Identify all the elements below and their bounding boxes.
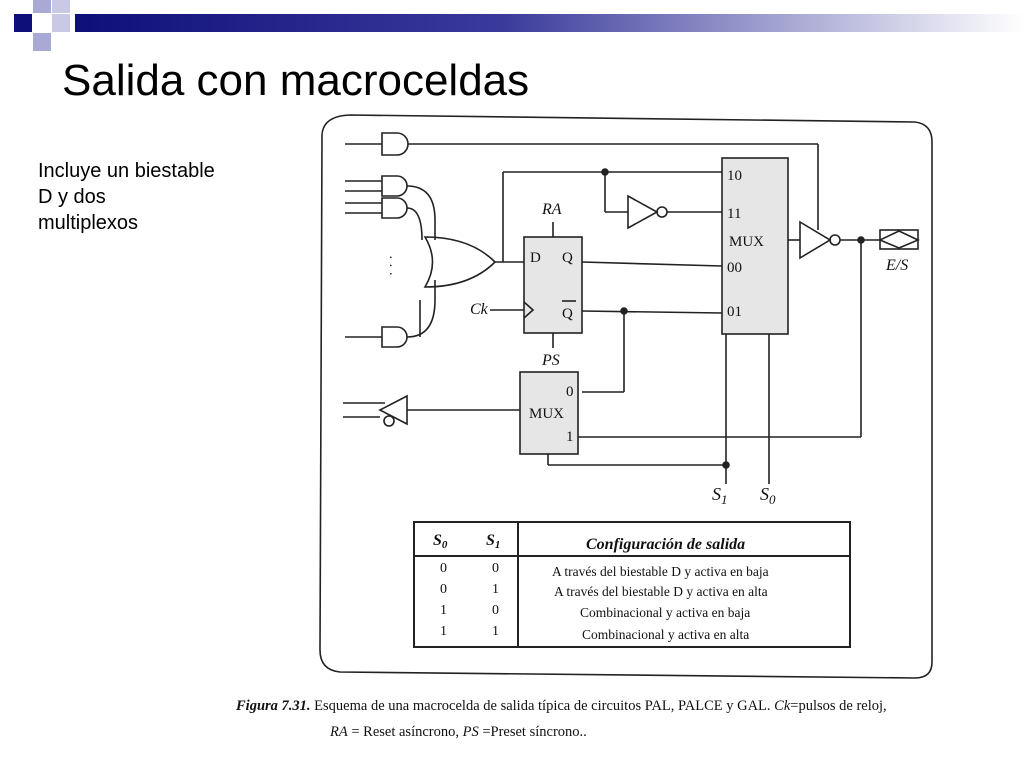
ellipsis-dots: · · · (382, 255, 397, 276)
mux-input-label: 11 (727, 206, 741, 222)
inverter-gate (627, 194, 659, 230)
and-gate (381, 175, 408, 197)
corner-square-light (33, 0, 51, 13)
table-cell-s1: 1 (492, 582, 499, 597)
config-table (413, 521, 851, 648)
corner-square-dark (14, 14, 32, 32)
corner-square-light (52, 0, 70, 13)
ra-label: RA (541, 201, 562, 218)
caption-text: = Reset asíncrono, (347, 724, 463, 740)
figure-caption: Figura 7.31. Esquema de una macrocelda d… (236, 693, 1016, 745)
caption-text: Esquema de una macrocelda de salida típi… (310, 698, 775, 714)
table-cell-config: A través del biestable D y activa en baj… (552, 564, 769, 579)
table-header-s1: S1 (486, 532, 500, 551)
caption-line-1: Figura 7.31. Esquema de una macrocelda d… (236, 693, 1016, 719)
and-gate (381, 326, 408, 348)
table-cell-config: Combinacional y activa en baja (580, 605, 750, 620)
corner-square-light (52, 14, 70, 32)
figure-frame (319, 114, 933, 679)
flipflop-d-label: D (530, 250, 541, 266)
caption-ps: PS (462, 724, 479, 740)
small-mux-input-label: 0 (566, 384, 574, 400)
mux-title-label: MUX (729, 234, 764, 250)
small-mux (519, 371, 579, 455)
bullet-text: Incluye un biestable D y dos multiplexos (38, 158, 278, 236)
table-cell-config: A través del biestable D y activa en alt… (554, 584, 768, 599)
caption-ck: Ck (774, 698, 791, 714)
table-cell-s0: 1 (440, 603, 447, 618)
ck-label: Ck (470, 301, 489, 318)
table-cell-s1: 0 (492, 603, 499, 618)
table-cell-s1: 0 (492, 561, 499, 576)
table-cell-s0: 0 (440, 561, 447, 576)
caption-text: =Preset síncrono.. (478, 724, 587, 740)
bullet-line: multiplexos (38, 212, 139, 234)
bullet-line: D y dos (38, 186, 106, 208)
caption-text: =pulsos de reloj, (790, 698, 887, 714)
caption-ra: RA (330, 724, 348, 740)
or-gate (423, 236, 497, 288)
table-header-s0: S0 (433, 532, 448, 551)
es-label: E/S (885, 257, 908, 274)
bullet-line: Incluye un biestable (38, 160, 215, 182)
table-cell-s0: 1 (440, 624, 447, 639)
page-title: Salida con macroceldas (62, 56, 530, 105)
output-buffer (799, 220, 832, 260)
d-flipflop (523, 236, 583, 334)
flipflop-qbar-label: Q (562, 306, 573, 322)
caption-line-2: RA = Reset asíncrono, PS =Preset síncron… (236, 719, 1016, 745)
mux-input-label: 10 (727, 168, 742, 184)
flipflop-q-label: Q (562, 250, 573, 266)
table-cell-s0: 0 (440, 582, 447, 597)
title-bar (75, 14, 1024, 32)
main-mux (721, 157, 789, 335)
caption-fig-label: Figura 7.31. (236, 698, 311, 714)
small-mux-title-label: MUX (529, 406, 564, 422)
small-mux-input-label: 1 (566, 429, 574, 445)
s0-label: S0 (760, 484, 776, 507)
mux-input-label: 01 (727, 304, 742, 320)
s1-label: S1 (712, 484, 728, 507)
and-gate (381, 197, 408, 219)
corner-square-light (33, 33, 51, 51)
table-cell-config: Combinacional y activa en alta (582, 627, 749, 642)
mux-input-label: 00 (727, 260, 742, 276)
ps-label: PS (541, 352, 560, 369)
table-header-config: Configuración de salida (586, 536, 745, 553)
io-pin (879, 229, 919, 250)
table-cell-s1: 1 (492, 624, 499, 639)
and-gate-top (381, 132, 409, 156)
